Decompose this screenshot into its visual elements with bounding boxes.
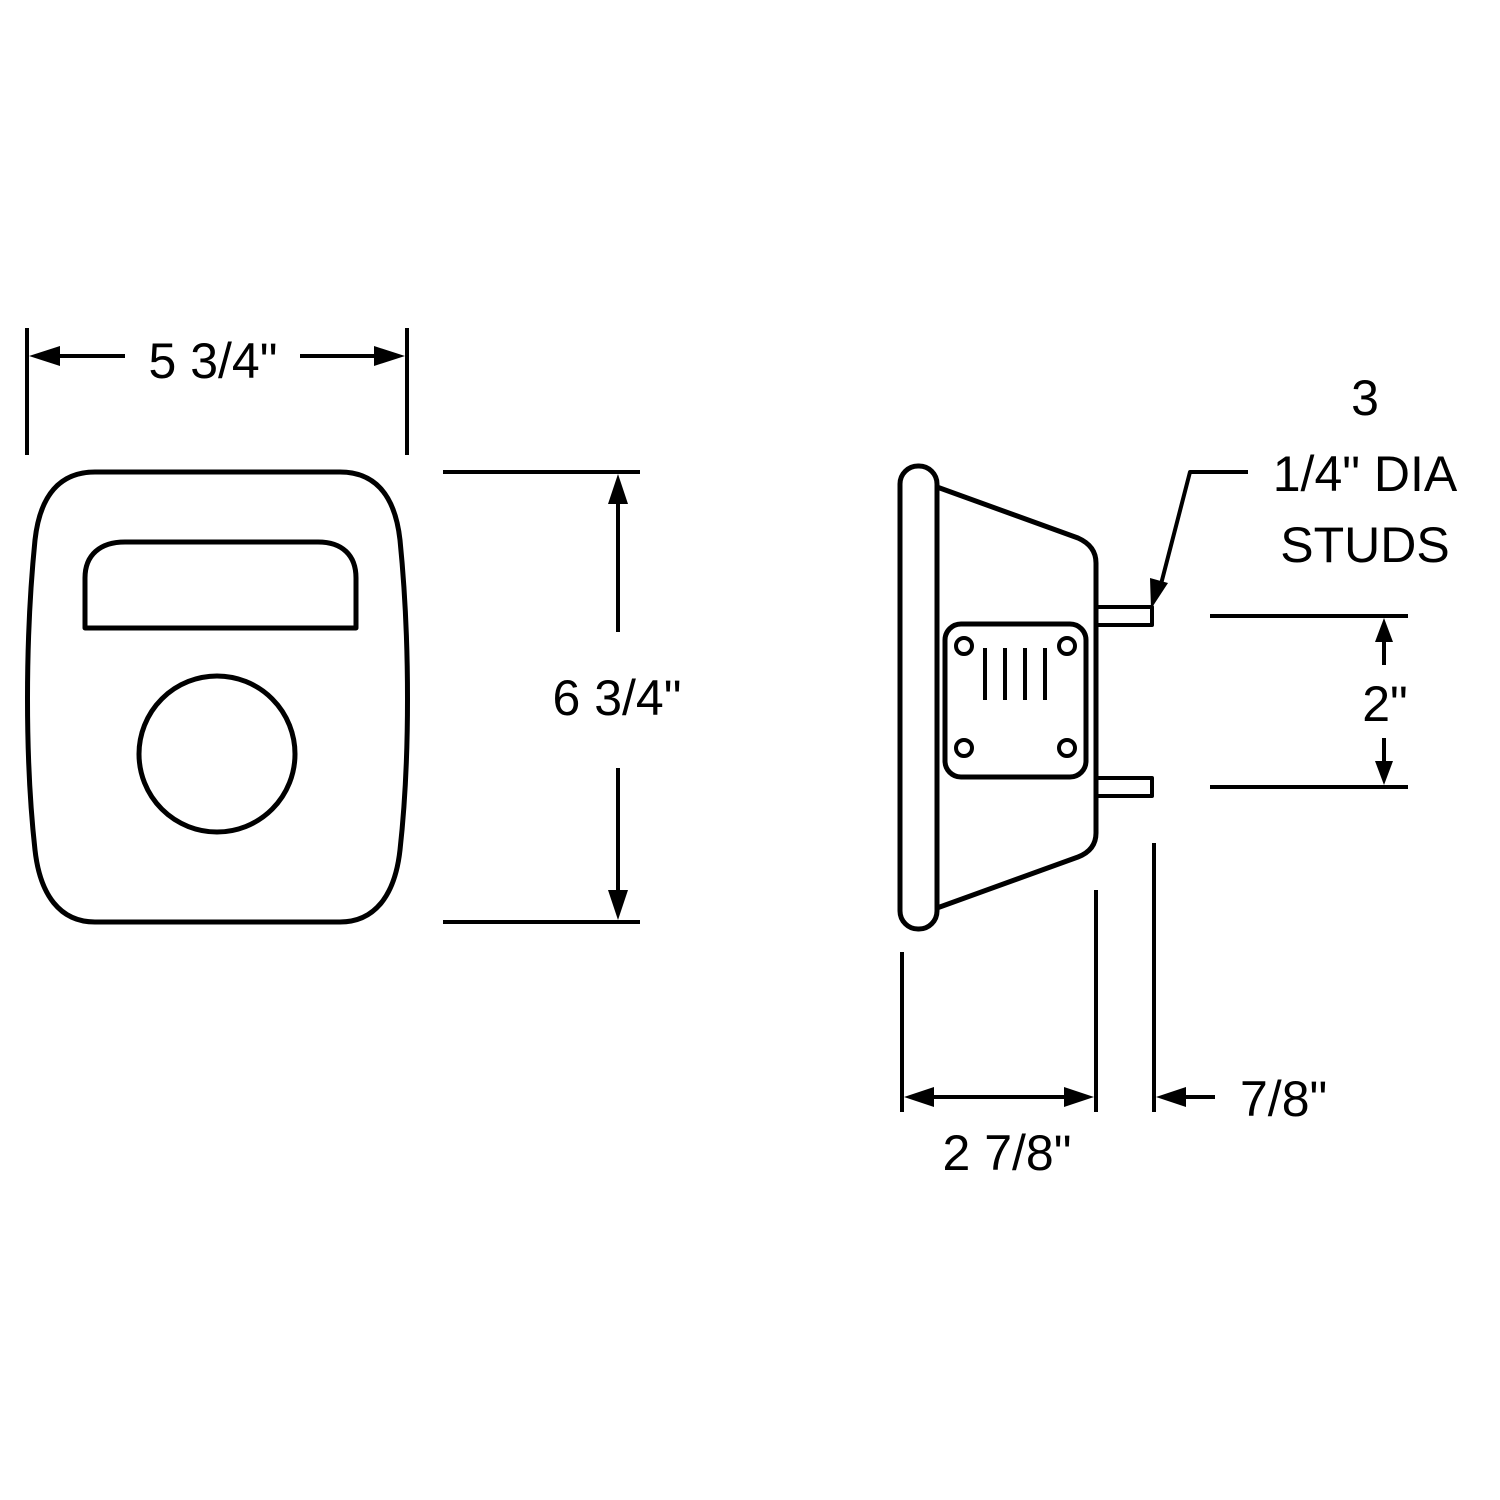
side-view-bezel bbox=[897, 463, 940, 932]
width-dimension-label: 5 3/4" bbox=[149, 333, 278, 389]
callout-line-3: STUDS bbox=[1280, 517, 1449, 573]
callout-leader-line bbox=[1158, 470, 1248, 589]
front-lens-window bbox=[82, 539, 359, 631]
arrow-left-head bbox=[1156, 1087, 1186, 1107]
arrow-right-head bbox=[1064, 1087, 1094, 1107]
mounting-plate bbox=[942, 621, 1089, 780]
arrow-up-head bbox=[1375, 618, 1393, 642]
plate-screw bbox=[954, 738, 974, 758]
front-view-outline bbox=[25, 469, 410, 925]
mounting-stud-upper bbox=[1094, 605, 1154, 627]
studs-callout: 3 1/4" DIA STUDS bbox=[1150, 370, 1458, 609]
height-dimension-label: 6 3/4" bbox=[553, 670, 682, 726]
callout-line-2: 1/4" DIA bbox=[1273, 446, 1458, 502]
plate-screw bbox=[954, 636, 974, 656]
arrow-down-head bbox=[608, 890, 628, 920]
depth-dimension: 2 7/8" bbox=[900, 890, 1098, 1181]
stud-length-label: 7/8" bbox=[1240, 1071, 1327, 1127]
callout-arrow-head bbox=[1150, 578, 1168, 609]
plate-screw bbox=[1057, 636, 1077, 656]
plate-screw bbox=[1057, 738, 1077, 758]
callout-line-1: 3 bbox=[1351, 370, 1379, 426]
depth-dimension-label: 2 7/8" bbox=[943, 1125, 1072, 1181]
mounting-stud-lower bbox=[1094, 776, 1154, 798]
stud-spacing-label: 2" bbox=[1362, 676, 1408, 732]
arrow-left-head bbox=[904, 1087, 934, 1107]
side-view bbox=[897, 463, 1154, 932]
stud-length-dimension: 7/8" bbox=[1152, 843, 1327, 1127]
side-view-housing bbox=[936, 484, 1099, 911]
stud-spacing-dimension: 2" bbox=[1210, 614, 1408, 789]
arrow-up-head bbox=[608, 474, 628, 504]
front-view bbox=[25, 469, 410, 925]
arrow-down-head bbox=[1375, 761, 1393, 785]
arrow-left-head bbox=[29, 346, 60, 366]
width-dimension: 5 3/4" bbox=[25, 328, 409, 455]
height-dimension: 6 3/4" bbox=[443, 470, 682, 924]
arrow-right-head bbox=[374, 346, 405, 366]
front-round-lens bbox=[136, 673, 298, 835]
